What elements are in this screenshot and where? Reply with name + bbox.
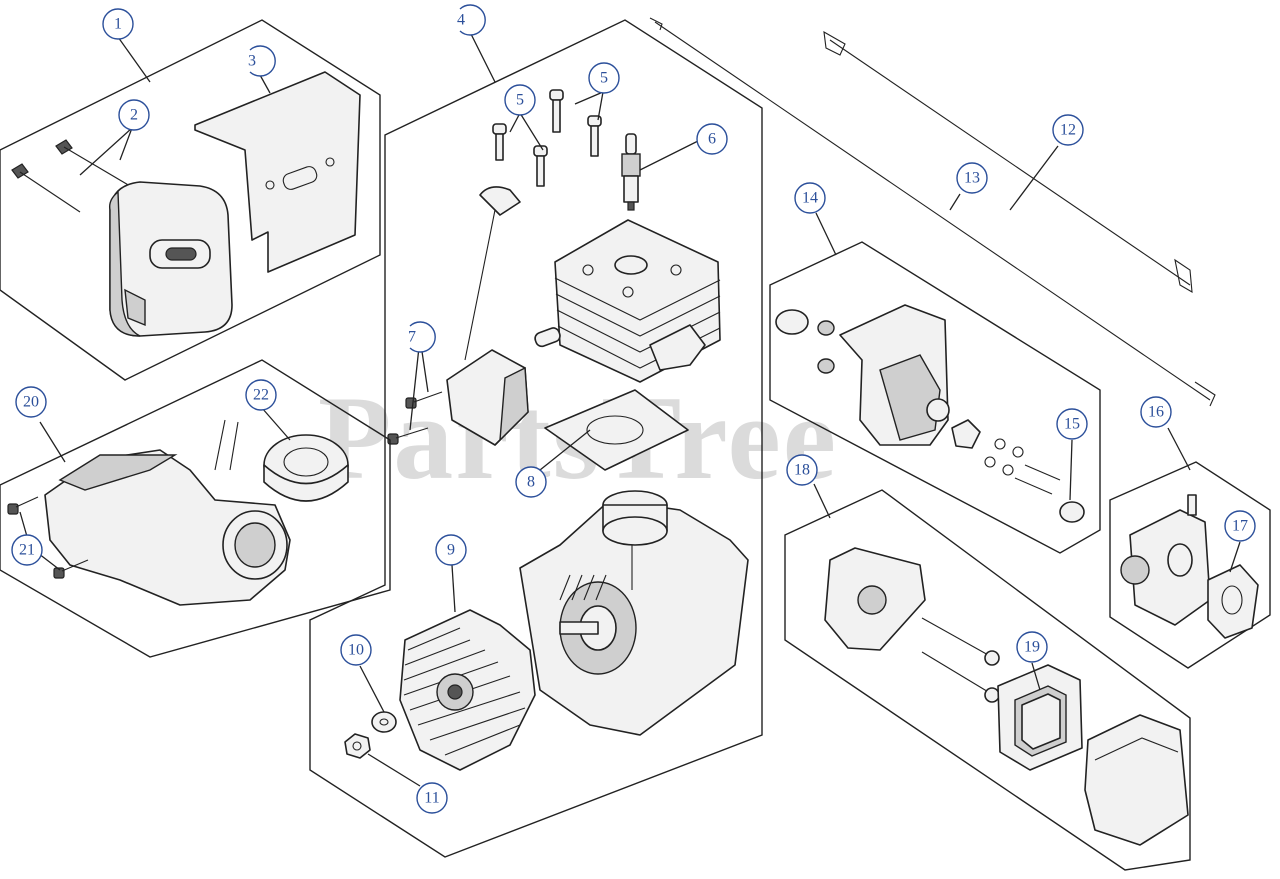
callout-11: 11: [416, 782, 448, 814]
svg-text:21: 21: [19, 542, 35, 559]
panel-air-filter: [784, 489, 1191, 871]
svg-text:22: 22: [253, 387, 269, 404]
part-fuel-cap: [263, 434, 349, 502]
part-air-filter-base: [839, 304, 950, 446]
callout-13: 13: [956, 162, 988, 194]
callout-10: 10: [340, 634, 372, 666]
callout-12: 12: [1052, 114, 1084, 146]
callout-18: 18: [786, 454, 818, 486]
callout-2: 2: [118, 99, 150, 131]
part-throttle-cable: [823, 30, 1193, 294]
svg-text:16: 16: [1148, 404, 1164, 421]
callout-16: 16: [1140, 396, 1172, 428]
callout-17: 17: [1224, 510, 1256, 542]
callout-21: 21: [11, 534, 43, 566]
part-cylinder-bolts: [492, 89, 602, 187]
part-cylinder: [534, 219, 721, 383]
part-base-screws: [984, 438, 1061, 495]
svg-text:6: 6: [708, 131, 716, 148]
part-ignition-coil: [446, 186, 529, 446]
part-choke-lever: [951, 419, 981, 449]
leader-lines: [19, 31, 1241, 787]
part-air-cleaner-plate: [824, 547, 926, 651]
part-carburetor: [1120, 494, 1211, 626]
svg-text:11: 11: [424, 790, 439, 807]
panel-air-cleaner-base: [769, 241, 1101, 554]
svg-text:15: 15: [1064, 416, 1080, 433]
svg-text:18: 18: [794, 462, 810, 479]
panel-fuel-tank: [0, 359, 391, 658]
part-crankcase: [519, 490, 749, 736]
callout-20: 20: [15, 386, 47, 418]
svg-text:14: 14: [802, 190, 818, 207]
svg-text:5: 5: [600, 70, 608, 87]
callout-6: 6: [696, 123, 728, 155]
part-cylinder-gasket: [544, 389, 689, 471]
part-spark-plug: [621, 133, 641, 211]
callout-15: 15: [1056, 408, 1088, 440]
callout-19: 19: [1016, 631, 1048, 663]
part-carburetor-gasket: [1207, 564, 1259, 639]
callout-1: 1: [102, 8, 134, 40]
callout-8: 8: [515, 466, 547, 498]
callout-14: 14: [794, 182, 826, 214]
svg-text:10: 10: [348, 642, 364, 659]
svg-text:2: 2: [130, 107, 138, 124]
svg-text:17: 17: [1232, 518, 1248, 535]
svg-text:20: 20: [23, 394, 39, 411]
part-muffler-bolts: [11, 139, 131, 213]
part-heat-shield: [194, 71, 361, 273]
part-flywheel: [399, 609, 536, 771]
part-cover-screws: [921, 617, 1000, 703]
part-washer: [371, 711, 397, 733]
part-tank-screws: [7, 496, 89, 579]
callout-9: 9: [435, 534, 467, 566]
svg-text:5: 5: [516, 92, 524, 109]
svg-text:19: 19: [1024, 639, 1040, 656]
svg-text:1: 1: [114, 16, 122, 33]
panel-carburetor: [1109, 461, 1271, 669]
callout-5b: 5: [588, 62, 620, 94]
callout-7: 7: [408, 321, 436, 353]
svg-text:13: 13: [964, 170, 980, 187]
callout-3: 3: [248, 45, 276, 77]
callout-4: 4: [457, 4, 486, 36]
svg-text:3: 3: [248, 53, 256, 70]
part-o-ring: [1059, 501, 1085, 523]
svg-text:9: 9: [447, 542, 455, 559]
part-stop-cable: [649, 17, 1216, 407]
svg-text:12: 12: [1060, 122, 1076, 139]
callout-22: 22: [245, 379, 277, 411]
callout-5a: 5: [504, 84, 536, 116]
part-fuel-tank: [44, 419, 291, 606]
part-air-filter-element: [997, 664, 1083, 771]
part-muffler: [108, 181, 233, 337]
svg-text:4: 4: [457, 12, 465, 29]
part-small-gaskets: [775, 309, 835, 374]
part-air-cleaner-cover: [1084, 714, 1189, 846]
svg-text:8: 8: [527, 474, 535, 491]
panel-engine: [309, 19, 763, 858]
svg-text:7: 7: [408, 329, 416, 346]
panel-muffler: [0, 19, 381, 381]
part-flywheel-nut: [344, 733, 371, 759]
